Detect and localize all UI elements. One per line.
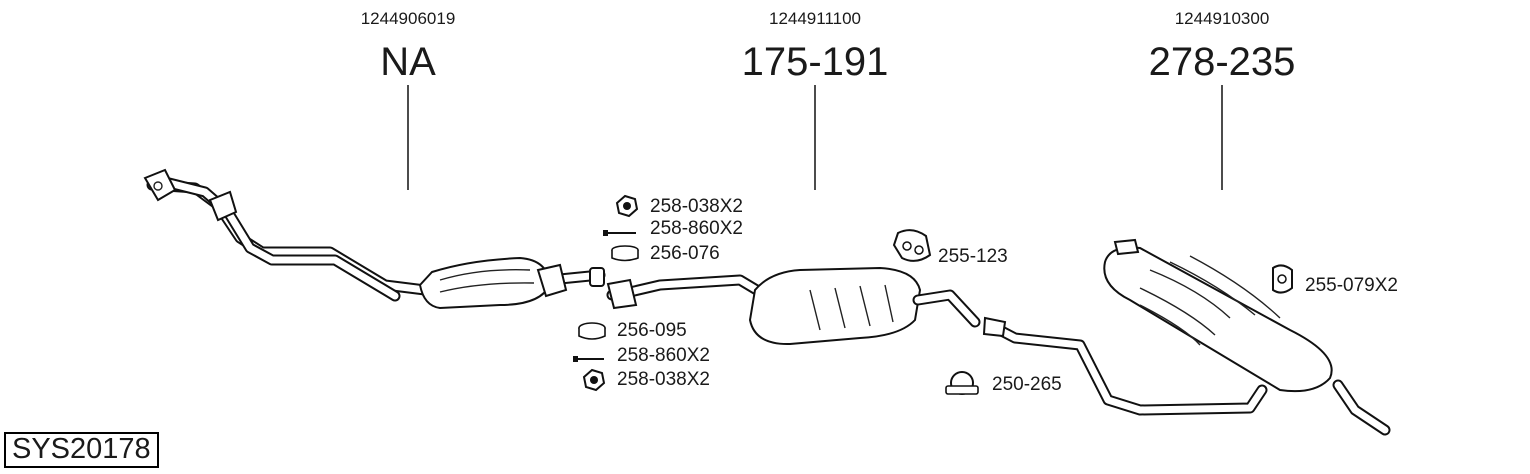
part-number-rear: 278-235: [1148, 40, 1296, 84]
oe-number-middle: 1244911100: [768, 9, 862, 28]
label-bolt-top: 258-860X2: [650, 218, 743, 239]
label-clamp: 250-265: [992, 374, 1062, 395]
clamp-icon: [945, 371, 979, 395]
rear-muffler: [982, 238, 1391, 436]
middle-muffler: [606, 266, 981, 346]
label-bolt-bottom: 258-860X2: [617, 345, 710, 366]
nut-icon: [615, 194, 639, 218]
bolt-icon: [603, 230, 636, 236]
label-gasket-top: 256-076: [650, 243, 720, 264]
hanger-icon: [1272, 264, 1293, 294]
oe-number-rear: 1244910300: [1174, 9, 1270, 28]
gasket-icon: [578, 322, 606, 340]
label-gasket-bottom: 256-095: [617, 320, 687, 341]
bolt-icon: [573, 356, 604, 362]
label-nut-bottom: 258-038X2: [617, 369, 710, 390]
gasket-icon: [611, 245, 639, 262]
nut-icon: [582, 368, 606, 392]
diagram-id-box: SYS20178: [4, 432, 159, 468]
part-number-front: NA: [380, 40, 436, 84]
front-pipe-catalyst: [143, 168, 606, 310]
part-number-middle: 175-191: [741, 40, 889, 84]
oe-number-front: 1244906019: [360, 9, 456, 28]
hanger-icon: [892, 229, 932, 262]
label-nut-top: 258-038X2: [650, 196, 743, 217]
label-hanger-rear: 255-079X2: [1305, 275, 1398, 296]
label-hanger-middle: 255-123: [938, 246, 1008, 267]
